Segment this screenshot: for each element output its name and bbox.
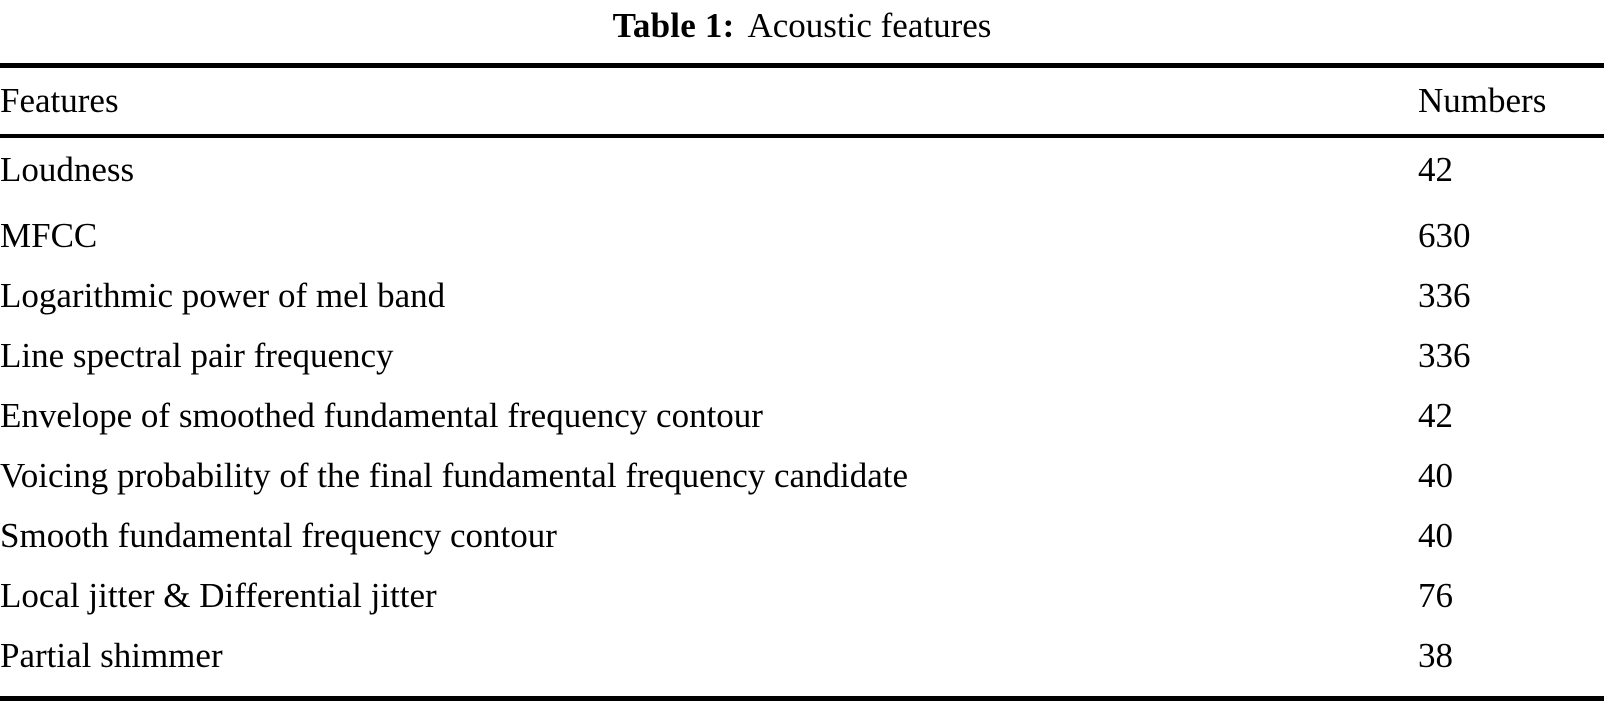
table-row: MFCC 630 [0, 206, 1604, 266]
cell-feature: Partial shimmer [0, 636, 223, 675]
cell-number: 336 [1418, 276, 1471, 315]
column-header-numbers: Numbers [1418, 81, 1547, 120]
cell-feature: Line spectral pair frequency [0, 336, 394, 375]
table-caption: Table 1: Acoustic features [0, 0, 1604, 52]
cell-feature: Logarithmic power of mel band [0, 276, 446, 315]
cell-number: 76 [1418, 576, 1453, 615]
cell-feature: Voicing probability of the final fundame… [0, 456, 909, 495]
caption-label: Table 1: [612, 6, 735, 45]
cell-feature: Loudness [0, 150, 135, 189]
table-row: Voicing probability of the final fundame… [0, 446, 1604, 506]
caption-text: Acoustic features [747, 6, 992, 45]
table-header-row: Features Numbers [0, 68, 1604, 134]
table-row: Local jitter & Differential jitter 76 [0, 566, 1604, 626]
cell-number: 40 [1418, 516, 1453, 555]
table-row: Envelope of smoothed fundamental frequen… [0, 386, 1604, 446]
table-header: Features Numbers [0, 68, 1604, 134]
cell-number: 38 [1418, 636, 1453, 675]
cell-number: 40 [1418, 456, 1453, 495]
cell-feature: Local jitter & Differential jitter [0, 576, 437, 615]
table-row: Loudness 42 [0, 134, 1604, 206]
cell-feature: Smooth fundamental frequency contour [0, 516, 557, 555]
table-row: Line spectral pair frequency 336 [0, 326, 1604, 386]
cell-number: 336 [1418, 336, 1471, 375]
cell-number: 42 [1418, 396, 1453, 435]
table-top-rule [0, 63, 1604, 68]
cell-feature: Envelope of smoothed fundamental frequen… [0, 396, 763, 435]
column-header-features: Features [0, 81, 119, 120]
table-row: Smooth fundamental frequency contour 40 [0, 506, 1604, 566]
table-header-rule [0, 134, 1604, 138]
table-row: Logarithmic power of mel band 336 [0, 266, 1604, 326]
table-bottom-rule [0, 696, 1604, 701]
table-row: Partial shimmer 38 [0, 626, 1604, 688]
cell-feature: MFCC [0, 216, 98, 255]
cell-number: 630 [1418, 216, 1471, 255]
cell-number: 42 [1418, 150, 1453, 189]
